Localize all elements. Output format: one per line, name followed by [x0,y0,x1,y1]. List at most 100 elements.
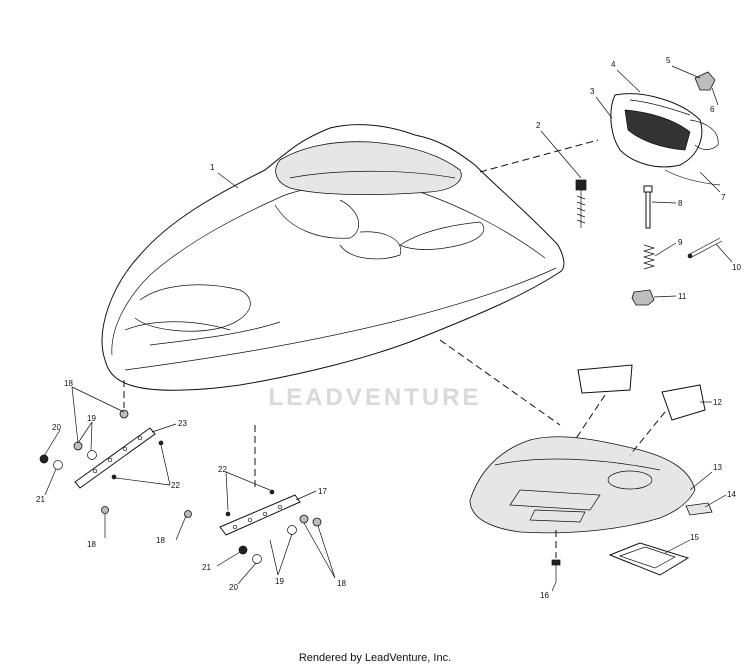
callout-13: 13 [713,463,722,472]
callout-5: 5 [666,56,671,65]
callout-6: 6 [710,105,715,114]
leader-17 [295,490,317,501]
hood-vent [274,199,360,239]
leader-3 [595,96,613,119]
pad-right [661,384,706,421]
leader-13 [689,471,713,491]
bulb-socket [694,71,716,91]
leader-7 [699,171,721,193]
screw-22 [158,440,164,446]
grille-inner [618,546,676,569]
screw-22 [225,511,231,517]
bracket-17-hole [247,517,253,523]
leader-22 [115,444,171,486]
bolt-head [575,179,587,191]
bolt-20 [39,454,49,464]
leader-18d [303,522,336,579]
leader-14 [704,494,727,508]
belly-pan-panel [509,489,601,511]
callout-4: 4 [611,60,616,69]
hood-recess-line-2 [149,321,281,346]
bracket-23-hole [92,468,98,474]
callout-19: 19 [87,414,96,423]
leader-4 [616,69,641,93]
callout-20: 20 [229,583,238,592]
callout-23: 23 [178,419,187,428]
pin-part [643,185,653,229]
belly-pan-oval [607,470,653,490]
callout-20: 20 [52,423,61,432]
leader-6 [711,87,719,106]
hood-recess [134,284,251,332]
leader-18b [175,515,187,541]
belly-pan-rib [494,458,661,471]
pin-head [643,185,653,193]
hood-outline [101,124,565,391]
dash-line [629,411,666,456]
pin-shaft [645,191,651,229]
callout-14: 14 [727,490,736,499]
pad-parts [577,364,706,421]
grille-part [608,542,690,576]
leader-23 [151,423,177,433]
spring-part [642,244,656,270]
leader-20 [43,429,61,457]
bracket-17-hole [262,511,268,517]
bracket-17-hole [277,504,283,510]
washer-19 [287,525,297,535]
bracket-17 [219,494,301,536]
leader-8 [651,201,677,204]
leader-lines [43,65,733,592]
bolt-part [575,179,587,228]
callout-9: 9 [678,238,683,247]
callout-16: 16 [540,591,549,600]
headlight-rim [629,99,691,116]
leader-5 [671,65,701,79]
callout-10: 10 [732,263,741,272]
callout-18: 18 [156,536,165,545]
screw-part [551,559,561,582]
callout-17: 17 [318,487,327,496]
callout-22: 22 [171,481,180,490]
washer-19 [87,450,97,460]
belly-pan-outline [469,436,696,534]
nut-18 [184,510,192,518]
footer-credit: Rendered by LeadVenture, Inc. [298,652,452,664]
headlight-lens [624,109,691,151]
spring-coil [642,244,656,270]
callout-2: 2 [536,121,541,130]
washer-21 [53,460,63,470]
callout-18: 18 [87,540,96,549]
nut-18 [312,517,322,527]
headlight-assembly [610,71,721,186]
callout-18: 18 [337,579,346,588]
bracket-23-hole [122,446,128,452]
watermark-text: LEADVENTURE [268,384,481,411]
bracket-17-hole [232,524,238,530]
washer-21 [252,554,262,564]
leader-22b [225,471,271,511]
dash-line [439,339,561,426]
leader-1 [217,172,239,189]
callout-8: 8 [678,199,683,208]
leader-18 [71,386,125,444]
trim-strip [664,169,721,186]
nut-18 [101,506,109,514]
leader-11 [653,295,677,298]
bracket-parts [74,427,301,536]
screw-head [551,559,561,566]
callout-numbers: 1 2 3 4 5 6 7 8 9 10 11 12 13 14 15 16 1… [36,56,741,600]
callout-7: 7 [721,193,726,202]
leader-16 [551,581,557,592]
leader-19b [269,533,293,576]
hood-recess-line [124,321,231,331]
bolt-20 [238,545,248,555]
bracket-23-hole [107,457,113,463]
screw-22 [111,474,117,480]
headlight-wire [689,119,719,150]
decal-body [685,502,713,516]
belly-pan-part [469,436,696,534]
windshield-line [289,170,456,179]
pad-upper [577,364,633,394]
